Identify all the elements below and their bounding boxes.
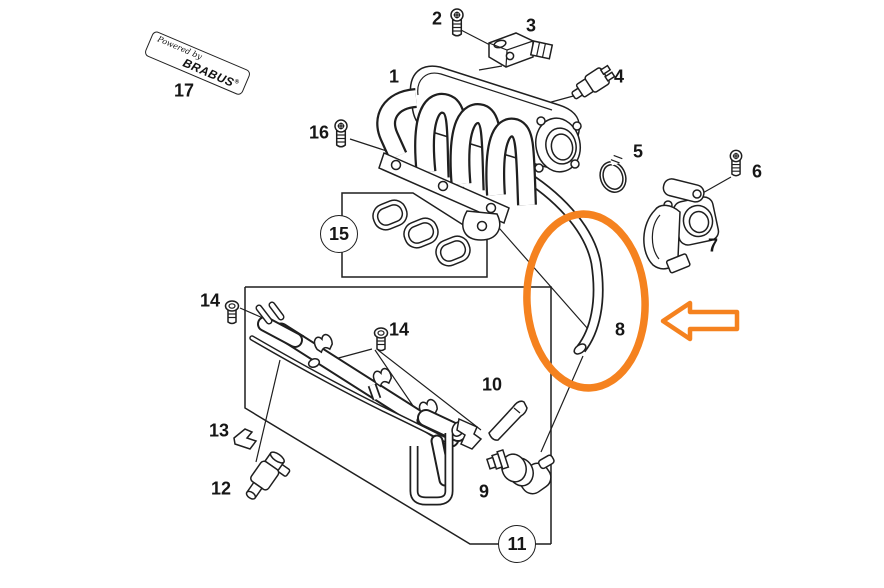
valve-block-drawing	[488, 32, 554, 68]
bolt-16-icon	[334, 119, 348, 148]
callout-6[interactable]: 6	[751, 161, 763, 182]
vacuum-hose-drawing	[519, 172, 598, 355]
callout-9[interactable]: 9	[478, 481, 490, 502]
screw-6-icon	[729, 149, 743, 177]
highlight-arrow-icon	[660, 300, 740, 342]
gasket-set-drawing	[372, 199, 471, 267]
callout-8[interactable]: 8	[614, 319, 626, 340]
bolt-2-icon	[450, 8, 464, 37]
sensor-drawing	[571, 64, 616, 100]
clamp-ring-drawing	[599, 153, 627, 193]
callout-1[interactable]: 1	[388, 66, 400, 87]
callout-17[interactable]: 17	[173, 80, 195, 101]
callout-13[interactable]: 13	[208, 420, 230, 441]
fuel-rail-drawing	[252, 305, 483, 501]
bolt-14-right-icon	[373, 327, 389, 352]
callout-16[interactable]: 16	[308, 122, 330, 143]
callout-14-left[interactable]: 14	[199, 290, 221, 311]
clip-10-drawing	[488, 400, 528, 441]
injector-drawing	[245, 451, 291, 500]
callout-5[interactable]: 5	[632, 141, 644, 162]
callout-15-circled[interactable]: 15	[320, 215, 358, 253]
pressure-regulator-drawing	[485, 449, 555, 495]
callout-2[interactable]: 2	[431, 8, 443, 29]
callout-3[interactable]: 3	[525, 15, 537, 36]
callout-10[interactable]: 10	[481, 374, 503, 395]
highlight-ellipse	[523, 210, 649, 392]
callout-11-circled[interactable]: 11	[498, 525, 536, 563]
callout-7[interactable]: 7	[707, 235, 719, 256]
throttle-body-drawing	[643, 178, 720, 274]
callout-14-right[interactable]: 14	[388, 319, 410, 340]
intake-manifold-drawing	[379, 65, 582, 241]
bolt-14-left-icon	[224, 300, 240, 325]
highlight-overlay	[523, 210, 740, 392]
callout-4[interactable]: 4	[613, 66, 625, 87]
callout-12[interactable]: 12	[210, 478, 232, 499]
clip-13-drawing	[233, 428, 258, 450]
